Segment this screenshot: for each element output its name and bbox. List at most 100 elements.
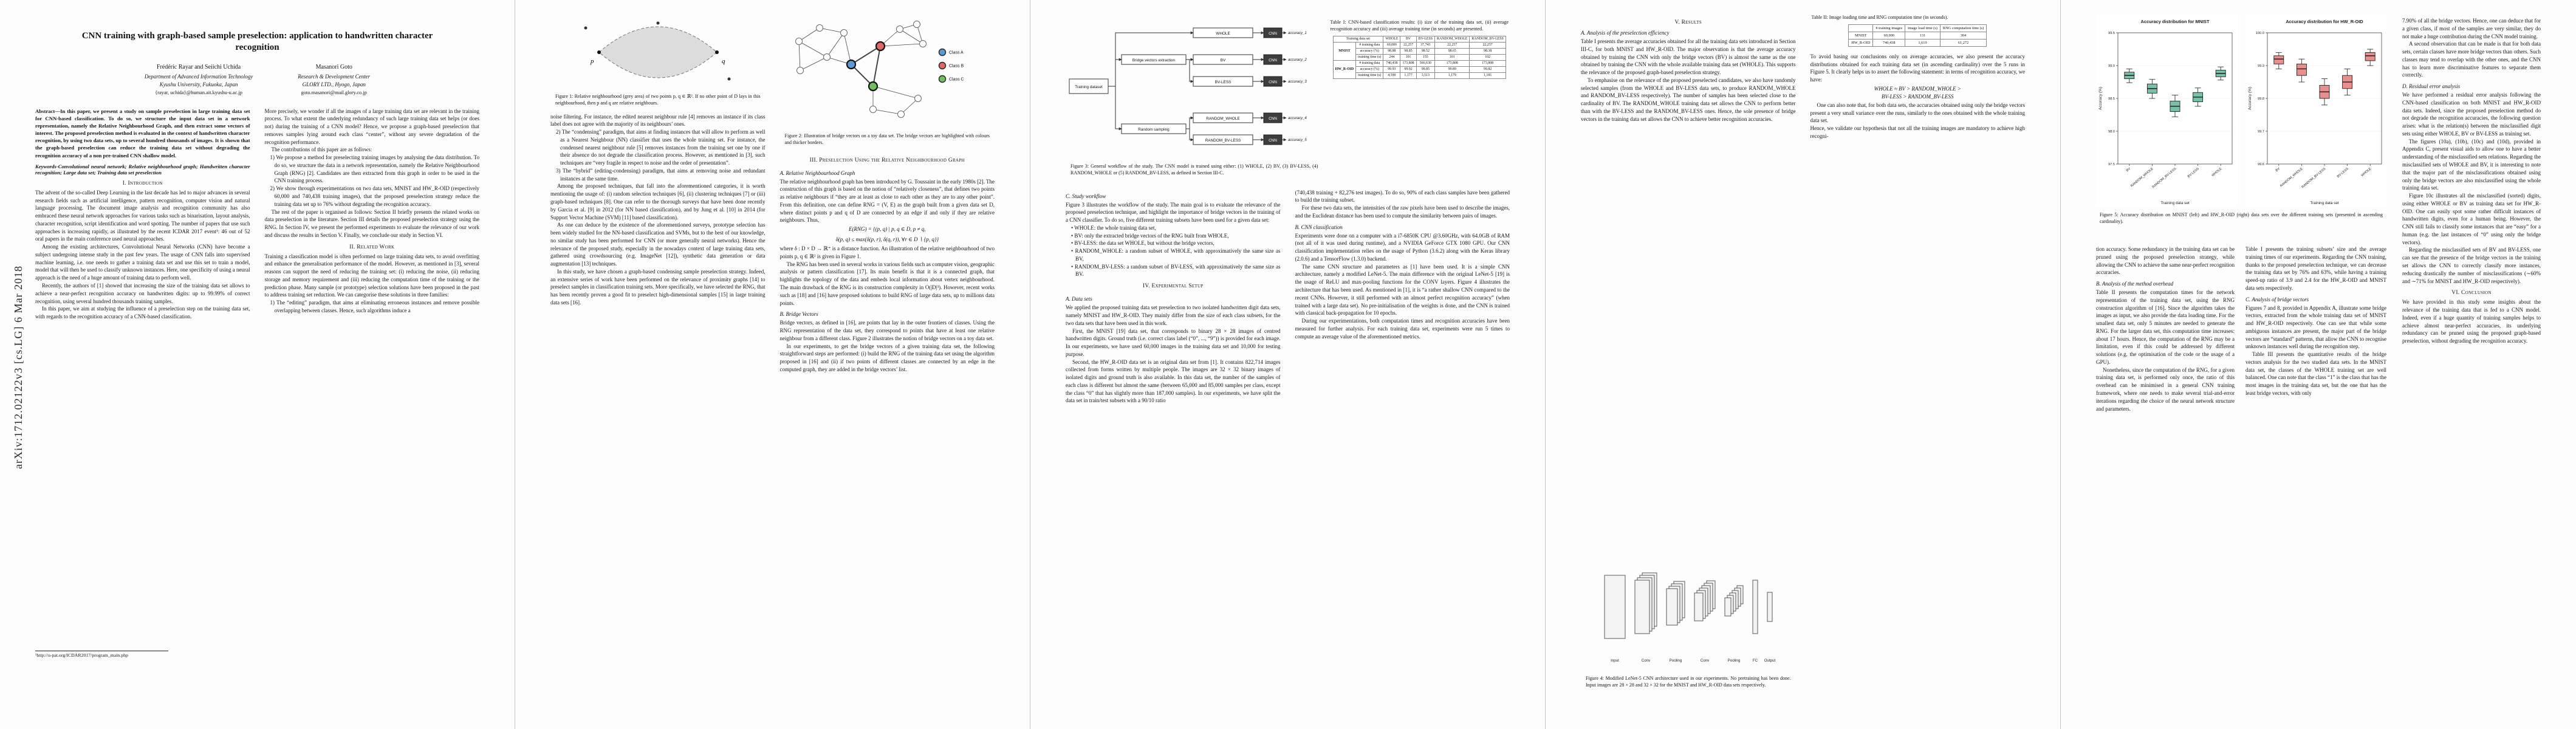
paragraph: 7.90% of all the bridge vectors. Hence, … — [2402, 18, 2541, 39]
svg-text:99.9: 99.9 — [2258, 64, 2264, 68]
paragraph: Bridge vectors, as defined in [16], are … — [779, 320, 995, 341]
table-cell: 1,181 — [1469, 72, 1506, 79]
random-sampling-label: Random sampling — [1138, 128, 1170, 132]
figure-3-caption: Figure 3: General workflow of the study.… — [1070, 163, 1318, 176]
bv-label: BV — [1221, 58, 1226, 63]
cnn-box — [1263, 112, 1283, 123]
author-email: goto.masanori@mail.glory.co.jp — [301, 89, 367, 95]
svg-text:98.5: 98.5 — [2108, 97, 2115, 101]
svg-text:99.0: 99.0 — [2108, 64, 2115, 68]
subsection-heading: B. Analysis of the method overhead — [2096, 281, 2174, 287]
table-cell: 173,808 — [1469, 60, 1506, 67]
author-block-2: Masanori Goto Research & Development Cen… — [298, 63, 370, 96]
random-whole-box — [1193, 112, 1253, 123]
table-cell: 98.88 — [1383, 47, 1401, 55]
paragraph: The same CNN structure and parameters as… — [1295, 263, 1510, 317]
table-cell: 740,438 — [1872, 38, 1906, 47]
page2-column-1-text: noise filtering. For instance, the edite… — [550, 113, 766, 711]
accuracy-5-label: accuracy_5 — [1288, 139, 1307, 142]
page-1: arXiv:1712.02122v3 [cs.LG] 6 Mar 2018 CN… — [0, 0, 515, 729]
cnn-label: CNN — [1269, 139, 1277, 143]
figure-1-caption: Figure 1: Relative neighbourhood (grey a… — [555, 94, 761, 106]
table-cell: 244 — [1383, 53, 1401, 61]
svg-text:Training data set: Training data set — [2310, 201, 2339, 205]
author-row: Frédéric Rayar and Seiichi Uchida Depart… — [35, 63, 479, 96]
table-header-cell: image load time (s) — [1905, 24, 1941, 32]
paragraph: The contributions of this paper are as f… — [271, 146, 372, 153]
paragraph: We applied the proposed training data se… — [1066, 304, 1281, 326]
svg-text:Conv: Conv — [1701, 659, 1710, 663]
paragraph: In this paper, we aim at studying the in… — [35, 306, 250, 320]
subsection-heading: C. Study workflow — [1066, 193, 1106, 199]
cnn-label: CNN — [1269, 80, 1277, 84]
page4-column-2: Table II: Image loading time and RNG com… — [1810, 15, 2026, 711]
paragraph: Recently, the authors of [1] showed that… — [35, 282, 250, 304]
accuracy-1-label: accuracy_1 — [1288, 32, 1307, 35]
cnn-label: CNN — [1269, 32, 1277, 36]
list-item: 1) The “editing” paradigm, that aims at … — [270, 299, 480, 313]
svg-text:Pooling: Pooling — [1727, 659, 1740, 663]
svg-text:99.7: 99.7 — [2258, 130, 2264, 134]
figure-3: Training dataset Bridge vectors extracti… — [1066, 15, 1323, 183]
abstract-text: Abstract—In this paper, we present a stu… — [35, 108, 250, 159]
table-cell: 1,179 — [1434, 72, 1470, 79]
svg-text:Output: Output — [1764, 659, 1775, 663]
table-cell: 99.89 — [1434, 66, 1470, 73]
paragraph: Table II presents the computation times … — [2096, 289, 2235, 365]
list-item: • BV: only the extracted bridge vectors … — [1071, 232, 1229, 239]
point-p-label: p — [590, 58, 594, 65]
table-cell: 173,808 — [1434, 60, 1470, 67]
table-cell: 98.52 — [1416, 47, 1436, 55]
author-affiliation: Kyushu University, Fukuoka, Japan — [159, 81, 238, 87]
equation: WHOLE ≈ BV > RANDOM_WHOLE > — [1874, 85, 1961, 92]
table-cell: 1,619 — [1905, 38, 1941, 47]
paragraph: First, the MNIST [19] data set, that cor… — [1066, 327, 1281, 357]
table-cell: 4,590 — [1383, 72, 1401, 79]
paragraph: Nonetheless, since the computation of th… — [2096, 366, 2235, 412]
svg-text:99.5: 99.5 — [2108, 32, 2115, 35]
random-bv-less-box — [1193, 134, 1253, 145]
page3-top-band: Training dataset Bridge vectors extracti… — [1066, 15, 1510, 183]
whole-box — [1193, 27, 1253, 38]
subsection-heading: A. Data sets — [1066, 296, 1092, 303]
subsection-heading: A. Analysis of the preselection efficien… — [1581, 30, 1670, 36]
table-cell: 22,257 — [1469, 41, 1506, 49]
paragraph: where δ : D × D → ℝ⁺ is a distance funct… — [779, 245, 995, 259]
cnn-box — [1263, 76, 1283, 87]
svg-text:99.6: 99.6 — [2258, 163, 2264, 166]
table-2: Table II: Image loading time and RNG com… — [1810, 15, 2026, 47]
svg-text:BV: BV — [2275, 167, 2281, 173]
table-header-cell: RANDOM_WHOLE — [1434, 35, 1470, 43]
paragraph: The RNG has been used in several works i… — [779, 261, 995, 306]
paragraph: A second observation that can be made is… — [2402, 41, 2541, 78]
training-dataset-label: Training dataset — [1075, 85, 1103, 89]
paragraph: Training a classification model is often… — [264, 253, 480, 298]
author-affiliation: GLORY LTD., Hyogo, Japan — [302, 81, 366, 87]
table-cell: 98.38 — [1469, 47, 1506, 55]
table-cell: 98.65 — [1434, 47, 1470, 55]
table-1: Table I: CNN-based classification result… — [1329, 19, 1510, 79]
paragraph: Figure 3 illustrates the workflow of the… — [1066, 201, 1281, 224]
paragraph: (740,438 training + 82,276 test images).… — [1295, 189, 1510, 204]
table-cell: 22,257 — [1434, 41, 1470, 49]
table-cell: 60,000 — [1383, 41, 1401, 49]
table-header-cell: RNG computation time (s) — [1939, 24, 1987, 32]
svg-text:Class C: Class C — [949, 78, 964, 82]
paragraph: Figure 10c illustrates all the misclassi… — [2402, 193, 2541, 245]
table-cell: accuracy (%) — [1355, 47, 1384, 55]
list-item: • WHOLE: the whole training data set, — [1071, 224, 1156, 231]
subsection-heading: D. Residual error analysis — [2402, 83, 2461, 90]
table-cell: 101 — [1434, 53, 1470, 61]
author-affiliation: Department of Advanced Information Techn… — [144, 74, 253, 80]
paragraph: The rest of the paper is organised as fo… — [264, 208, 480, 238]
figure-1: p q — [550, 17, 766, 90]
